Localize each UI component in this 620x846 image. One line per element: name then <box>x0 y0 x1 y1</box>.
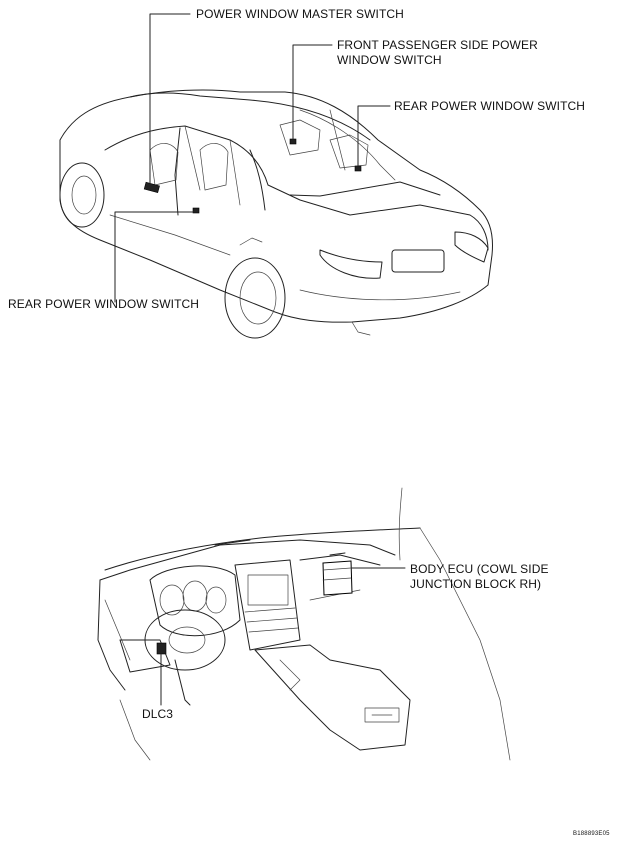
label-line: WINDOW SWITCH <box>337 53 442 67</box>
label-body-ecu: BODY ECU (COWL SIDE JUNCTION BLOCK RH) <box>410 562 610 592</box>
label-front-passenger-side-power-window-switch: FRONT PASSENGER SIDE POWER WINDOW SWITCH <box>337 38 577 68</box>
figure-code: B188893E05 <box>573 831 610 837</box>
label-line: JUNCTION BLOCK RH) <box>410 577 542 591</box>
label-rear-power-window-switch-right: REAR POWER WINDOW SWITCH <box>394 99 586 113</box>
label-dlc3: DLC3 <box>142 707 174 721</box>
label-rear-power-window-switch-left: REAR POWER WINDOW SWITCH <box>8 297 200 311</box>
label-line: BODY ECU (COWL SIDE <box>410 562 549 576</box>
label-line: FRONT PASSENGER SIDE POWER <box>337 38 538 52</box>
label-power-window-master-switch: POWER WINDOW MASTER SWITCH <box>196 7 404 21</box>
